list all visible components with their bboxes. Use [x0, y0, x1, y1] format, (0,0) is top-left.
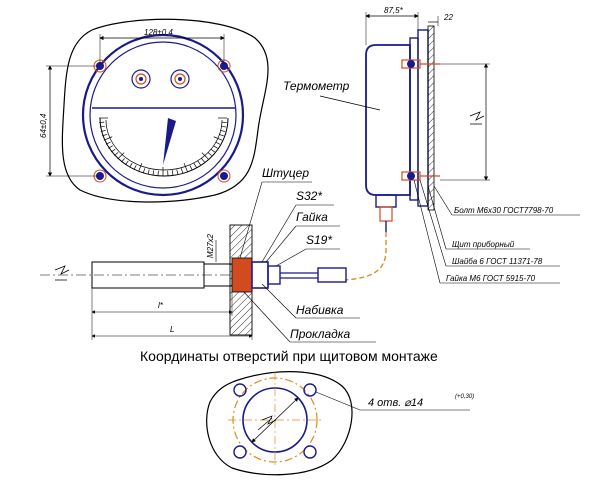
- front-screw-right: [170, 69, 190, 89]
- label-shtutser: Штуцер: [262, 166, 309, 180]
- housing-rim: [89, 41, 237, 189]
- scale-tick: [201, 158, 205, 163]
- side-nipple: [379, 206, 393, 222]
- scale-tick: [100, 130, 106, 132]
- scale-tick: [219, 134, 224, 137]
- mount-holes: [93, 59, 231, 183]
- scale-tick: [193, 163, 197, 168]
- scale-tick: [117, 152, 125, 160]
- label-prokladka: Прокладка: [290, 327, 350, 341]
- front-view: 128±0,4 64±0,4: [39, 18, 269, 203]
- sensor-view: M27x2 l* L Штуцер S32* Гайка S19* Набивк…: [40, 166, 376, 343]
- hole-pattern-view: 4 отв. ⌀14 (+0,30): [206, 371, 474, 476]
- scale-tick: [103, 136, 113, 141]
- dim-panel-text: 22: [443, 13, 453, 22]
- capillary-tube: [344, 232, 387, 281]
- scale-tick: [111, 148, 116, 153]
- scale-tick: [180, 168, 184, 174]
- diameter-symbol: [469, 111, 485, 125]
- label-holes-tol: (+0,30): [455, 394, 474, 400]
- scale-tick: [114, 152, 119, 156]
- dim-width-text: 128±0,4: [144, 28, 173, 37]
- hole-pattern-holes: [233, 383, 317, 459]
- scale-tick: [133, 165, 137, 170]
- dim-L: L: [170, 325, 174, 334]
- capillary-end: [317, 267, 347, 283]
- scale-tick: [171, 170, 174, 176]
- scale-tick: [99, 125, 105, 128]
- scale-tick: [105, 141, 111, 145]
- scale-tick: [213, 145, 218, 149]
- label-s32: S32*: [296, 189, 322, 203]
- label-nut: Гайка М6 ГОСТ 5915-70: [446, 274, 536, 283]
- scale-tick: [147, 169, 150, 175]
- scale-tick: [213, 136, 223, 141]
- label-panel: Щит приборный: [452, 240, 515, 249]
- scale-tick: [152, 170, 155, 176]
- label-washer: Шайба 6 ГОСТ 11371-78: [452, 257, 543, 266]
- dim-thread-text: M27x2: [206, 233, 215, 258]
- scale-inner-arc: [105, 119, 223, 171]
- scale-tick: [189, 165, 193, 170]
- side-view: 87,5* 22 Термометр Болт М6х30 ГОСТ7798-7…: [283, 6, 580, 284]
- scale-tick: [201, 152, 209, 160]
- scale-tick: [207, 152, 212, 156]
- instrument-panel: [427, 25, 435, 211]
- scale-tick: [138, 163, 143, 172]
- side-bolt-bottom: [401, 171, 440, 181]
- scale-tick: [176, 169, 179, 175]
- label-s19: S19*: [306, 233, 332, 247]
- label-bolt: Болт М6х30 ГОСТ7798-70: [454, 206, 554, 215]
- dim-depth-text: 87,5*: [384, 6, 404, 15]
- dim-l-star: l*: [158, 301, 164, 310]
- label-thermometer: Термометр: [283, 79, 350, 93]
- nut-fitting: [251, 261, 269, 289]
- scale-ticks: [99, 117, 227, 176]
- side-bolt-top: [401, 59, 440, 69]
- scale-tick: [221, 125, 227, 128]
- side-fitting: [375, 194, 397, 208]
- scale-tick: [210, 148, 215, 153]
- label-gaika: Гайка: [296, 210, 328, 224]
- dim-height-text: 64±0,4: [39, 113, 48, 138]
- hole-plate: [206, 371, 353, 476]
- scale-tick: [142, 168, 146, 174]
- housing-outline: [81, 33, 245, 197]
- label-holes: 4 отв. ⌀14: [368, 397, 423, 409]
- scale-tick: [220, 130, 226, 132]
- caption-panel-mounting: Координаты отверстий при щитовом монтаже: [140, 348, 438, 364]
- gasket: [231, 257, 253, 293]
- scale-tick: [102, 134, 107, 137]
- scale-tick: [197, 160, 201, 166]
- label-nabivka: Набивка: [296, 303, 344, 317]
- scale-tick: [125, 160, 129, 166]
- pointer: [163, 118, 176, 165]
- front-screw-left: [131, 69, 151, 89]
- scale-tick: [129, 163, 133, 168]
- scale-tick: [183, 163, 188, 172]
- scale-arc: [99, 117, 229, 177]
- scale-tick: [108, 145, 113, 149]
- scale-tick: [121, 158, 125, 163]
- mounting-plate: [61, 18, 269, 203]
- scale-tick: [215, 141, 221, 145]
